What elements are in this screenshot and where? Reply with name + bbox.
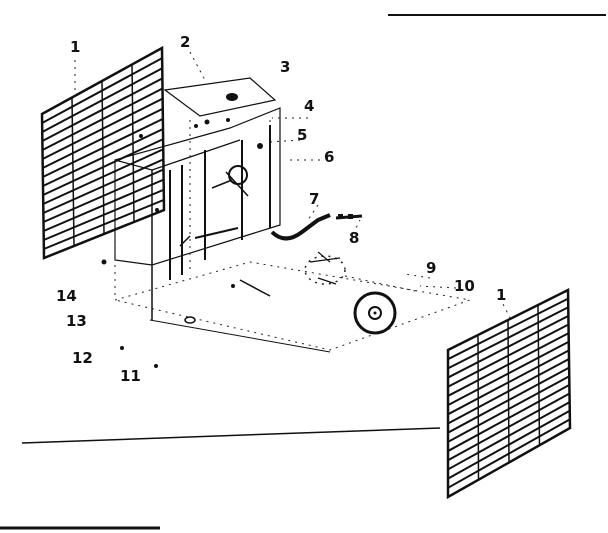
grille-rib xyxy=(101,80,105,235)
callout-2: 2 xyxy=(180,33,190,51)
grille-rib xyxy=(537,304,541,446)
callout-6: 6 xyxy=(324,148,334,166)
callout-1-left-grille: 1 xyxy=(70,38,80,56)
blower-wheel xyxy=(353,291,397,335)
callout-14: 14 xyxy=(56,287,77,305)
right-grille xyxy=(446,287,572,500)
grille-rib xyxy=(507,319,510,463)
leader-lines xyxy=(74,51,511,319)
callout-12: 12 xyxy=(72,349,93,367)
callout-3: 3 xyxy=(280,58,290,76)
chassis xyxy=(101,77,472,368)
base-line xyxy=(21,427,441,444)
left-grille xyxy=(40,45,166,260)
fan-motor xyxy=(304,251,421,293)
callout-8: 8 xyxy=(349,229,359,247)
callouts: 1 2 3 4 5 6 7 8 9 10 1 14 13 12 11 xyxy=(56,33,506,385)
callout-5: 5 xyxy=(297,126,307,144)
callout-7: 7 xyxy=(309,190,319,208)
callout-11: 11 xyxy=(120,367,141,385)
grille-rib xyxy=(71,97,75,247)
grille-rib xyxy=(477,334,480,480)
control-knob xyxy=(228,165,248,185)
callout-13: 13 xyxy=(66,312,87,330)
power-cord xyxy=(270,213,363,241)
callout-9: 9 xyxy=(426,259,436,277)
grille-rib xyxy=(131,64,135,223)
top-grommet xyxy=(226,93,238,101)
callout-4: 4 xyxy=(304,97,314,115)
callout-10: 10 xyxy=(454,277,475,295)
callout-1-right-grille: 1 xyxy=(496,286,506,304)
